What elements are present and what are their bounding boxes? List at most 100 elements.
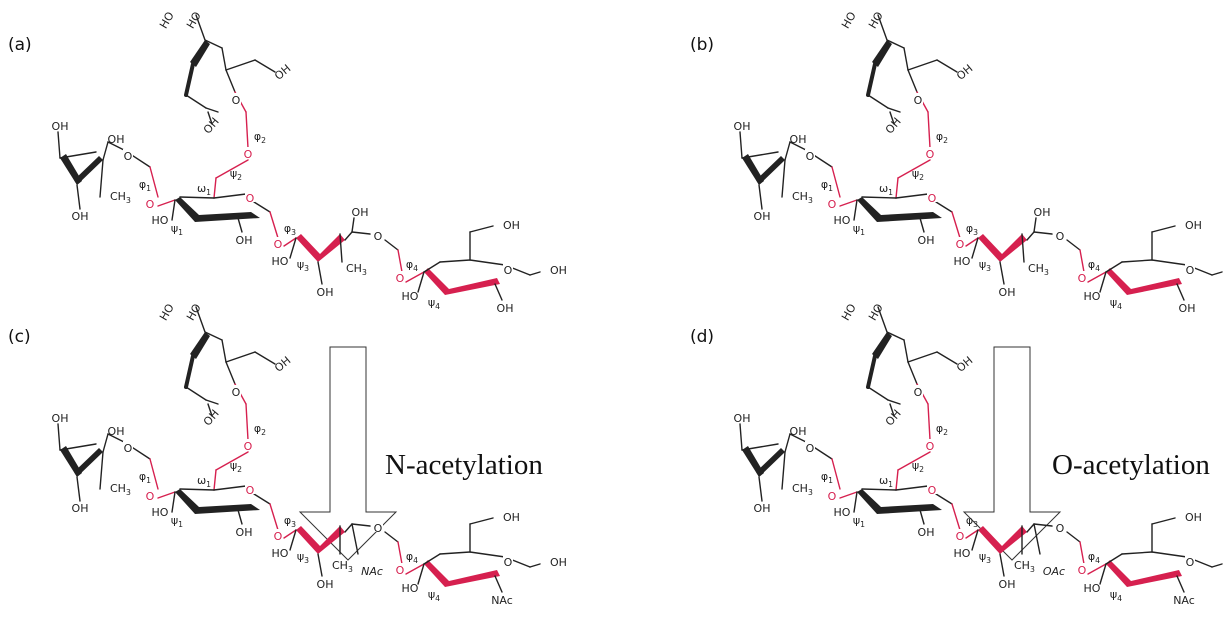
acetyl-substituent: NAc: [361, 565, 383, 578]
bond: [887, 399, 901, 405]
ring-oxygen: O: [956, 238, 965, 251]
bond: [866, 62, 877, 97]
bond: [789, 433, 807, 443]
bond: [339, 233, 343, 263]
torsion-phiphi3: φ3: [966, 222, 978, 237]
ring-oxygen: O: [146, 198, 155, 211]
atom-label: OH: [918, 234, 935, 247]
oxygen-mask: [245, 191, 255, 202]
oxygen-mask: [503, 263, 513, 274]
atom-label: OH: [72, 210, 89, 223]
oxygen-mask: [273, 237, 283, 248]
bond: [179, 196, 215, 199]
bond: [99, 451, 104, 490]
torsion-psipsi2: ψ2: [230, 167, 242, 182]
ring-oxygen: O: [1186, 264, 1195, 277]
atom-label: CH3: [346, 262, 367, 277]
oxygen-mask: [1055, 229, 1065, 240]
torsion-phiphi2: φ2: [936, 130, 948, 145]
torsion-psipsi3: ψ3: [297, 550, 309, 565]
torsion-psipsi3: ψ3: [979, 258, 991, 273]
atom-label: OH: [883, 407, 904, 428]
ring-oxygen: O: [246, 192, 255, 205]
atom-label: HO: [157, 9, 177, 30]
atom-label: OH: [550, 264, 567, 277]
oxygen-mask: [1055, 521, 1065, 532]
bond: [253, 201, 271, 213]
atom-label: OH: [790, 133, 807, 146]
down-arrow-icon: [962, 346, 1062, 561]
bond: [59, 443, 97, 451]
bond: [351, 231, 371, 235]
ring-oxygen: O: [504, 264, 513, 277]
bond: [887, 107, 901, 113]
atom-label: HO: [1084, 582, 1101, 595]
bond: [889, 111, 895, 125]
oxygen-mask: [927, 191, 937, 202]
bond: [1176, 283, 1185, 301]
bond: [927, 403, 931, 441]
bond: [207, 111, 213, 125]
torsion-phiphi1: φ1: [139, 470, 151, 485]
atom-label: HO: [834, 214, 851, 227]
panel-label: (b): [690, 35, 715, 55]
bond: [405, 271, 425, 283]
oxygen-mask: [925, 147, 935, 158]
bold-bond: [190, 332, 210, 359]
bond: [861, 196, 897, 199]
bond: [59, 151, 97, 159]
torsion-phiphi4: φ4: [406, 550, 418, 565]
bond: [739, 423, 743, 451]
bond: [1151, 259, 1188, 266]
atom-label: HO: [152, 506, 169, 519]
bond: [1079, 249, 1085, 273]
bold-bond: [742, 154, 764, 185]
bold-bond: [74, 448, 103, 477]
bold-bond: [1106, 268, 1182, 295]
bond: [895, 469, 899, 491]
bond: [494, 575, 503, 593]
bond: [1211, 271, 1223, 276]
atom-label: OH: [236, 526, 253, 539]
atom-label: HO: [834, 506, 851, 519]
ring-oxygen: O: [124, 442, 133, 455]
bond: [245, 403, 249, 441]
oxygen-mask: [1185, 263, 1195, 274]
atom-label: OH: [317, 578, 334, 591]
bond: [1105, 553, 1123, 565]
atom-label: OH: [918, 526, 935, 539]
bond: [237, 217, 243, 233]
bond: [1033, 231, 1053, 235]
ring-oxygen: O: [1056, 522, 1065, 535]
bond: [221, 47, 227, 71]
torsion-phiphi3: φ3: [284, 222, 296, 237]
torsion-phiphi1: φ1: [821, 470, 833, 485]
atom-label: HO: [839, 9, 859, 30]
torsion-phiphi4: φ4: [1088, 550, 1100, 565]
bond: [213, 193, 247, 199]
oxygen-mask: [925, 439, 935, 450]
bond: [741, 443, 779, 451]
oxygen-mask: [955, 529, 965, 540]
atom-label: OH: [108, 133, 125, 146]
torsion-psipsi2: ψ2: [230, 459, 242, 474]
oxygen-mask: [243, 147, 253, 158]
bond: [184, 354, 195, 389]
bond: [861, 488, 897, 491]
ring-oxygen: O: [274, 530, 283, 543]
bond: [886, 39, 905, 49]
atom-label: OH: [201, 407, 222, 428]
atom-label: OH: [503, 511, 520, 524]
ring-oxygen: O: [374, 522, 383, 535]
bond: [936, 59, 958, 73]
bond: [397, 249, 403, 273]
torsion-psipsi2: ψ2: [912, 459, 924, 474]
bond: [157, 491, 176, 499]
ring-oxygen: O: [274, 238, 283, 251]
bond: [439, 259, 471, 263]
bond: [927, 111, 931, 149]
atom-label: OH: [734, 412, 751, 425]
